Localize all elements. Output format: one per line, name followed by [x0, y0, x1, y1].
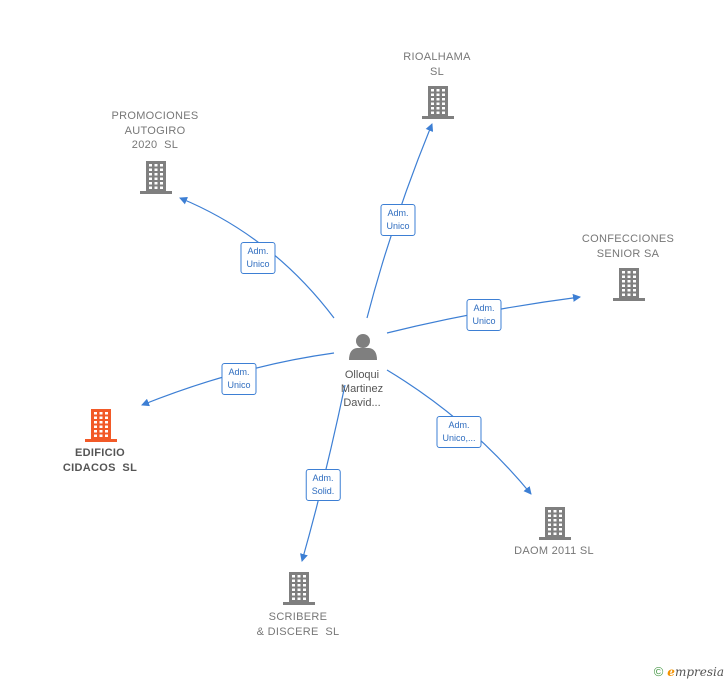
person-name[interactable]: Olloqui Martinez David...	[340, 369, 384, 409]
person-icon-body	[349, 348, 377, 360]
role-badge-promociones: Adm. Unico	[240, 242, 276, 274]
company-label-promociones[interactable]: PROMOCIONES AUTOGIRO 2020 SL	[111, 110, 199, 151]
nodes-layer	[85, 86, 645, 605]
person-icon-head	[356, 334, 370, 348]
role-badge-scribere: Adm. Solid.	[305, 469, 341, 501]
building-icon-promociones[interactable]	[140, 161, 172, 194]
company-label-rioalhama[interactable]: RIOALHAMA SL	[403, 51, 471, 78]
footer-brand: © empresia	[654, 664, 724, 679]
company-label-confecciones[interactable]: CONFECCIONES SENIOR SA	[581, 233, 675, 260]
company-label-scribere[interactable]: SCRIBERE & DISCERE SL	[256, 611, 340, 638]
company-label-edificio[interactable]: EDIFICIO CIDACOS SL	[62, 447, 138, 474]
role-badge-daom: Adm. Unico,...	[436, 416, 482, 448]
building-icon-confecciones[interactable]	[613, 268, 645, 301]
role-badge-rioalhama: Adm. Unico	[380, 204, 416, 236]
building-icon-edificio[interactable]	[85, 409, 117, 442]
building-icon-scribere[interactable]	[283, 572, 315, 605]
building-icon-daom[interactable]	[539, 507, 571, 540]
person-node[interactable]	[349, 334, 377, 360]
building-icon-rioalhama[interactable]	[422, 86, 454, 119]
company-label-daom[interactable]: DAOM 2011 SL	[514, 545, 594, 557]
role-badge-edificio: Adm. Unico	[221, 363, 257, 395]
role-badge-confecciones: Adm. Unico	[466, 299, 502, 331]
copyright-icon: ©	[653, 664, 664, 679]
brand-logo: empresia	[667, 664, 724, 679]
